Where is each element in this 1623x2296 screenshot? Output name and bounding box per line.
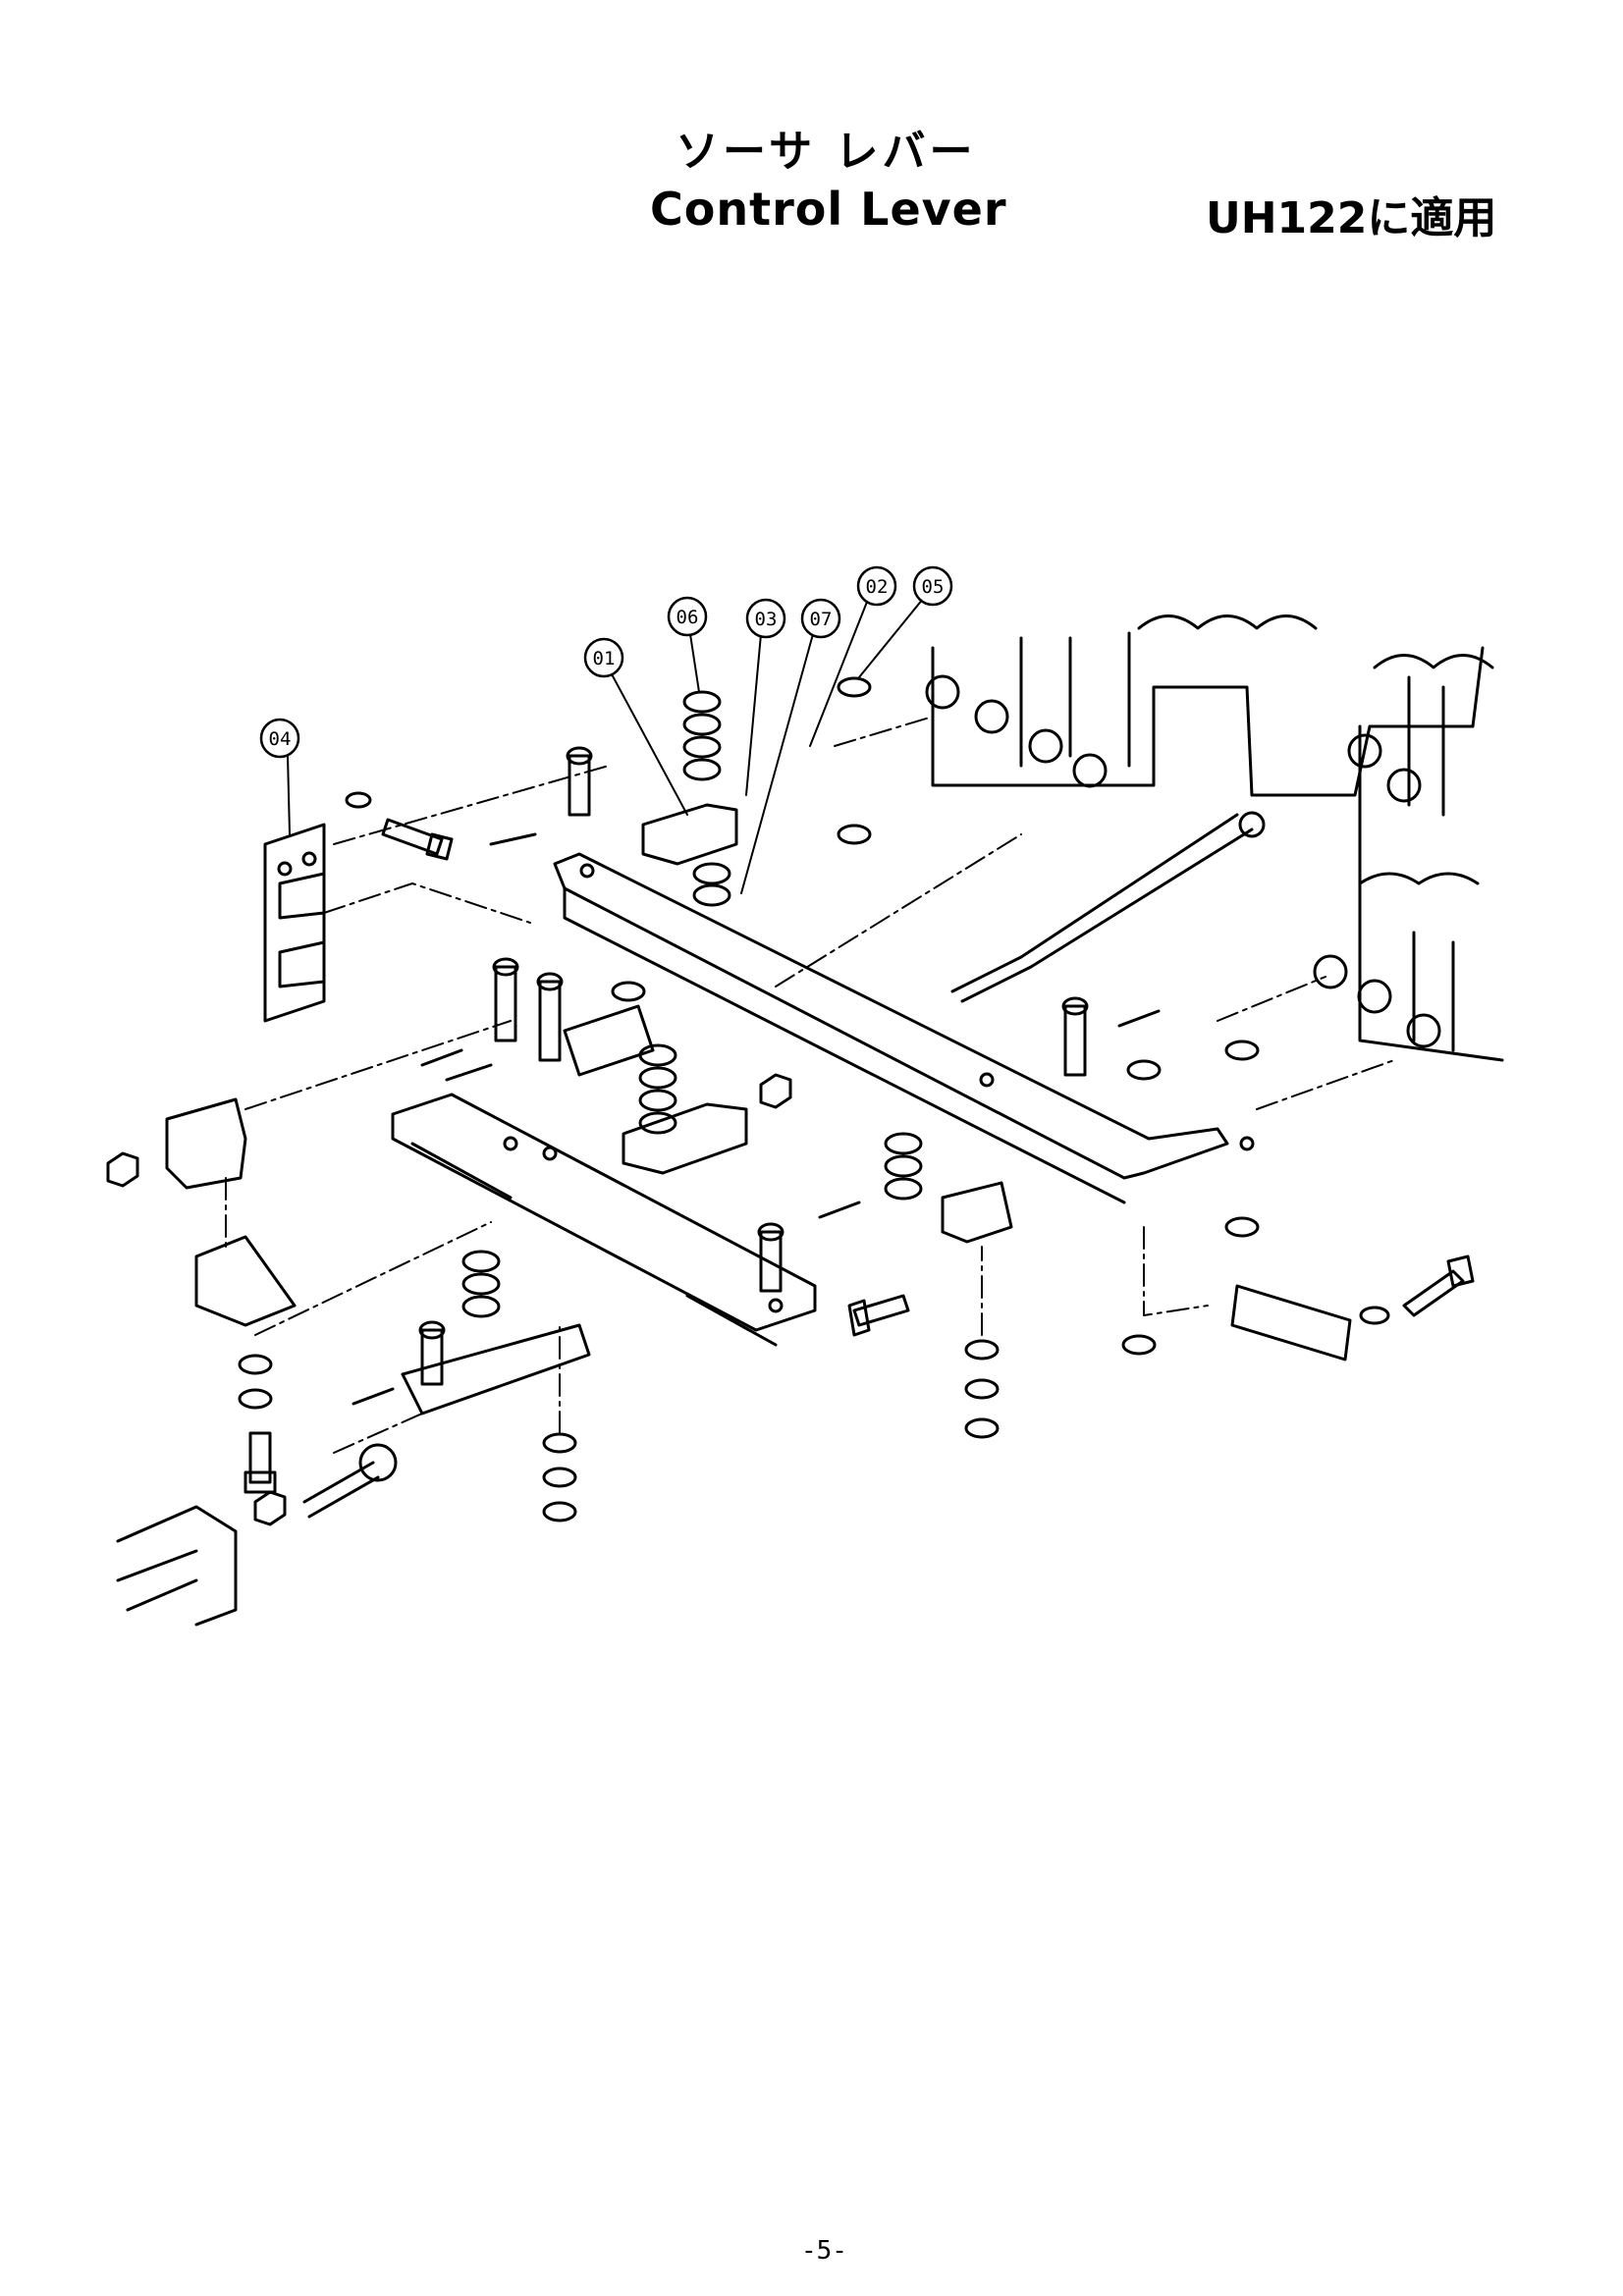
callout-07 [800, 598, 841, 639]
callout-label-07: 07 [810, 609, 833, 630]
callout-05 [912, 565, 953, 607]
model-applicability: UH122に適用 [1206, 193, 1497, 243]
callout-label-01: 01 [593, 648, 616, 669]
callout-04 [259, 718, 300, 759]
washer-stacks [238, 676, 1390, 1522]
callout-group [259, 565, 953, 759]
page-number: -5- [801, 2236, 847, 2266]
callout-02 [856, 565, 897, 607]
callout-03 [745, 598, 786, 639]
cotter-pins [352, 832, 1161, 1406]
threaded-rod [950, 811, 1266, 1003]
lower-frame-bar [391, 1093, 817, 1347]
callout-06 [667, 596, 708, 637]
bolts [243, 818, 1475, 1519]
callout-label-04: 04 [269, 728, 292, 750]
nuts [106, 1073, 792, 1526]
blocks [165, 803, 1352, 1415]
assembly-lines [225, 716, 1395, 1454]
upper-lever-arm [553, 852, 1255, 1204]
leader-lines [287, 591, 924, 894]
callout-label-02: 02 [866, 576, 889, 598]
clevis-pins [418, 746, 1089, 1386]
callout-label-03: 03 [755, 609, 778, 630]
actuator [116, 1505, 238, 1627]
callout-label-06: 06 [676, 607, 699, 628]
engine-block-upper [931, 614, 1504, 1062]
bracket-04 [263, 823, 326, 1023]
title-japanese: ソーサ レバー [676, 127, 977, 177]
callout-01 [583, 637, 624, 678]
block-bolts [925, 674, 1441, 1048]
callout-label-05: 05 [922, 576, 945, 598]
title-english: Control Lever [650, 183, 1007, 236]
